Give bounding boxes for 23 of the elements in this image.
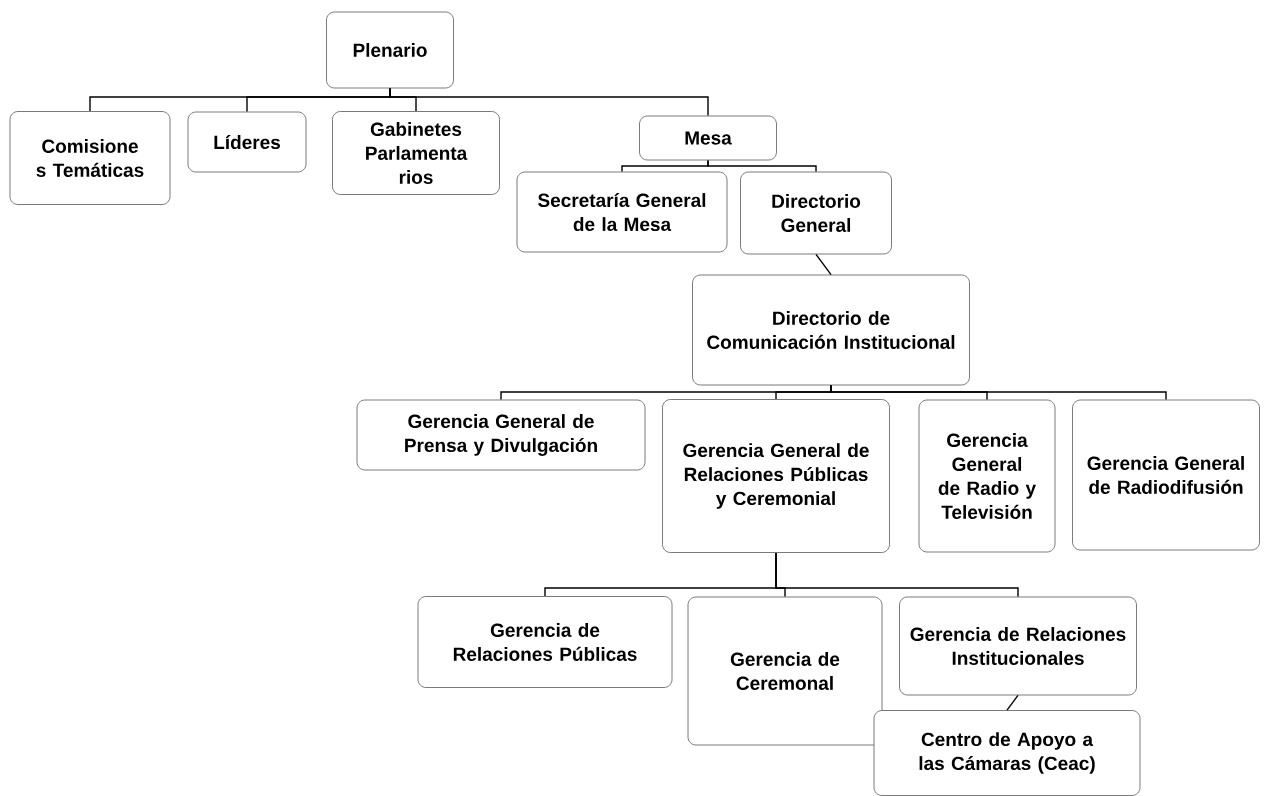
org-box: Plenario xyxy=(326,11,454,89)
connector-line xyxy=(775,552,1019,598)
org-box: Gabinetes Parlamenta rios xyxy=(332,111,500,195)
connector-line xyxy=(707,159,817,173)
org-box: Gerencia de Ceremonal xyxy=(687,596,883,746)
org-box: Gerencia General de Relaciones Públicas y Ceremonial xyxy=(662,399,890,553)
connector-line xyxy=(1006,694,1019,711)
org-box: Líderes xyxy=(187,111,307,173)
org-box: Comisione s Temáticas xyxy=(9,111,171,205)
org-box: Gerencia General de Prensa y Divulgación xyxy=(356,399,646,471)
org-box: Centro de Apoyo a las Cámaras (Ceac) xyxy=(873,710,1141,796)
org-box: Gerencia General de Radio y Televisión xyxy=(918,399,1056,553)
org-box: Directorio de Comunicación Institucional xyxy=(692,274,970,386)
org-box: Directorio General xyxy=(740,171,892,255)
connector-line xyxy=(830,384,1167,401)
node-label: Centro de Apoyo a las Cámaras (Ceac) xyxy=(919,732,1095,774)
org-box: Gerencia de Relaciones Públicas xyxy=(417,596,673,688)
org-box: Gerencia de Relaciones Institucionales xyxy=(899,596,1137,696)
connector-line xyxy=(815,253,832,276)
org-box: Secretaría General de la Mesa xyxy=(516,171,728,253)
org-box: Mesa xyxy=(639,115,777,161)
connector-line xyxy=(389,87,709,117)
org-box: Gerencia General de Radiodifusión xyxy=(1072,399,1260,551)
